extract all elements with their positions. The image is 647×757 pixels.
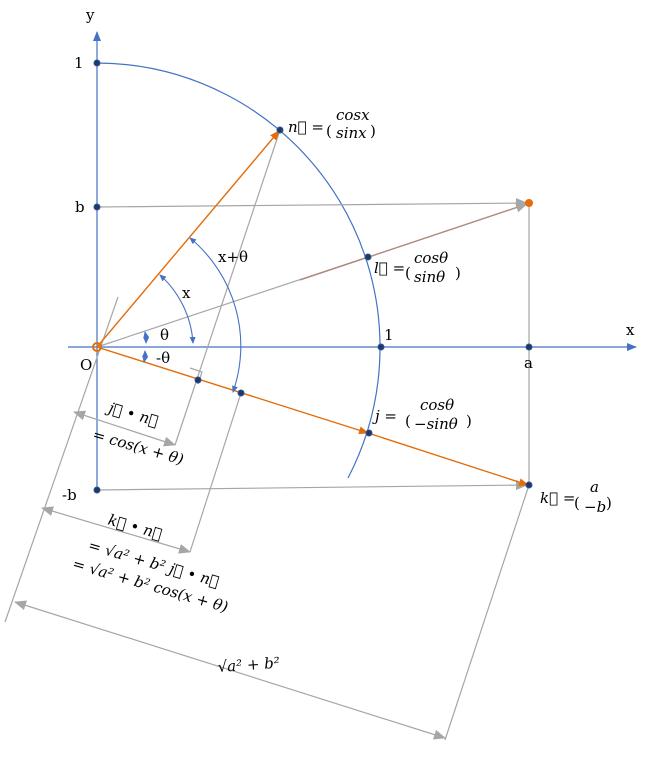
origin-label: O [80,356,92,374]
svg-text:k⃗ • n⃗: k⃗ • n⃗ [106,511,164,544]
l-vector-label: l⃗ = ( cosθ sinθ ) [374,249,461,286]
vector-n [96,130,280,348]
length-label: √a² + b² [217,654,280,676]
vector-k [367,432,529,487]
dimension-length [14,600,446,740]
angle-x-theta-arc [189,237,242,393]
angle-theta-arc [143,331,150,344]
angle-arcs [142,237,242,393]
svg-text:= cos(x + θ): = cos(x + θ) [91,425,186,468]
svg-text:sinx: sinx [336,124,367,142]
dimension-k-dot-n [41,506,191,554]
tick-b: b [75,198,85,216]
unit-circle-arc [96,62,381,479]
svg-text:a: a [590,478,599,496]
svg-text:−b: −b [584,498,606,516]
svg-text:l⃗ =: l⃗ = [374,259,405,277]
svg-text:(: ( [326,122,332,140]
origin-point [92,342,102,352]
svg-text:k⃗ =: k⃗ = [540,489,575,507]
minus-theta-label: -θ [156,349,170,367]
svg-text:): ) [455,264,461,282]
svg-text:n⃗ =: n⃗ = [288,118,324,136]
svg-text:cosx: cosx [336,106,370,124]
svg-text:j⃗ • n⃗: j⃗ • n⃗ [104,398,161,430]
y-axis-label: y [85,6,95,24]
angle-minus-theta-arc [142,350,149,363]
svg-text:): ) [466,412,472,430]
guide-lines [4,129,530,741]
svg-text:cosθ: cosθ [420,396,454,414]
svg-text:−sinθ: −sinθ [414,415,458,433]
svg-text:): ) [370,122,376,140]
angle-x-label: x [182,284,191,302]
points [93,59,533,494]
svg-text:cosθ: cosθ [414,249,448,267]
j-vector-label: j = ( cosθ −sinθ ) [372,396,472,433]
l-extension [299,202,528,281]
svg-text:j =: j = [372,407,397,425]
svg-text:sinθ: sinθ [414,268,445,286]
angle-x-theta-label: x+θ [218,248,248,266]
point-a-b [525,199,533,207]
tick-1-x: 1 [384,326,394,344]
svg-text:(: ( [405,412,411,430]
svg-text:): ) [606,494,612,512]
k-vector-label: k⃗ = ( a −b ) [540,478,612,516]
k-dot-n-annotation: k⃗ • n⃗ = √a² + b² j⃗ • n⃗ = √a² + b² co… [71,511,231,617]
svg-text:(: ( [405,264,411,282]
theta-label: θ [160,326,169,344]
dimension-j-dot-n [73,410,176,447]
tick-a: a [524,354,533,372]
svg-text:(: ( [574,494,580,512]
n-vector-label: n⃗ = ( cosx sinx ) [288,106,376,142]
tick-minus-b: -b [62,486,77,504]
x-axis-label: x [626,321,635,339]
tick-1-y: 1 [74,54,84,72]
